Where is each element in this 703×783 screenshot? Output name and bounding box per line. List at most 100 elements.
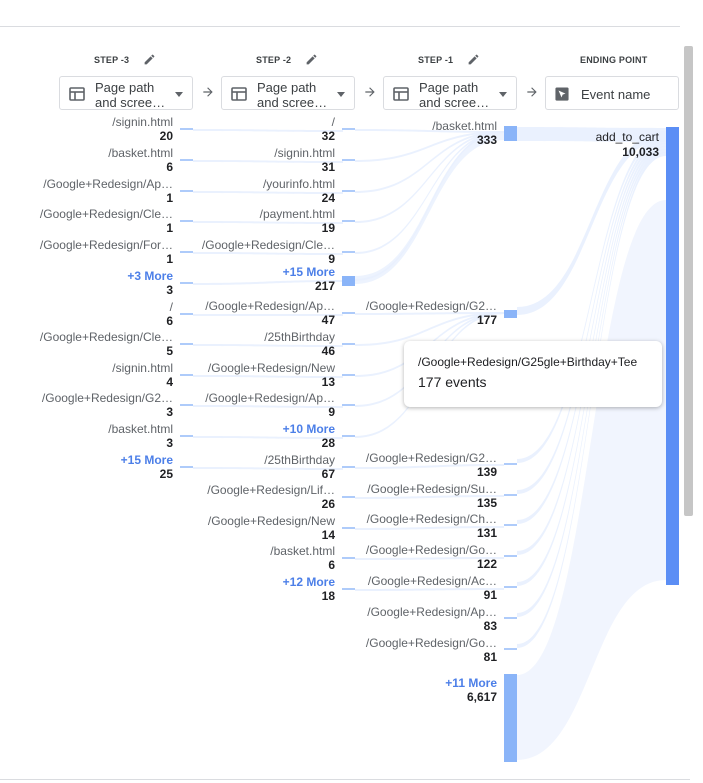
top-divider bbox=[0, 26, 680, 27]
node-bar[interactable] bbox=[342, 496, 355, 498]
node-bar[interactable] bbox=[504, 524, 517, 526]
more-nodes-link[interactable]: +3 More bbox=[127, 269, 173, 283]
node-value: 3 bbox=[166, 405, 173, 419]
node-bar[interactable] bbox=[180, 128, 193, 130]
node-value: 28 bbox=[321, 436, 335, 450]
node-bar[interactable] bbox=[180, 466, 193, 468]
node-value: 6 bbox=[166, 160, 173, 174]
node-value: 9 bbox=[328, 252, 335, 266]
node-value: 177 bbox=[476, 313, 497, 327]
node-value: 91 bbox=[483, 588, 497, 602]
flow-link bbox=[193, 436, 343, 439]
node-value: 19 bbox=[321, 221, 335, 235]
node-bar[interactable] bbox=[342, 343, 355, 345]
more-nodes-link[interactable]: +15 More bbox=[282, 265, 335, 279]
node-value: 3 bbox=[166, 436, 173, 450]
node-bar[interactable] bbox=[342, 404, 355, 406]
node-bar[interactable] bbox=[180, 313, 193, 315]
step-2-dimension-dropdown[interactable]: Page path and scree… bbox=[221, 76, 355, 110]
more-nodes-link[interactable]: +11 More bbox=[445, 676, 497, 690]
flow-link bbox=[193, 129, 343, 132]
flow-link bbox=[193, 405, 343, 408]
node-label: /Google+Redesign/New bbox=[207, 514, 335, 528]
flow-link bbox=[193, 280, 343, 285]
node-label: /Google+Redesign/For… bbox=[39, 238, 173, 252]
node-bar[interactable] bbox=[180, 374, 193, 376]
pencil-icon[interactable] bbox=[467, 53, 480, 66]
step-1-dimension-dropdown[interactable]: Page path and scree… bbox=[383, 76, 517, 110]
node-bar[interactable] bbox=[180, 282, 193, 284]
node-label: /Google+Redesign/New bbox=[207, 361, 335, 375]
more-nodes-link[interactable]: +10 More bbox=[282, 422, 335, 436]
node-bar[interactable] bbox=[180, 251, 193, 253]
node-label: /Google+Redesign/Ac… bbox=[367, 574, 497, 588]
node-bar[interactable] bbox=[504, 674, 517, 762]
node-value: 67 bbox=[321, 467, 335, 481]
ending-node-label: add_to_cart bbox=[595, 130, 659, 144]
node-bar[interactable] bbox=[342, 312, 355, 314]
flow-link bbox=[355, 557, 504, 560]
node-label: /Google+Redesign/Ap… bbox=[367, 605, 497, 619]
node-bar[interactable] bbox=[180, 190, 193, 192]
node-label: /Google+Redesign/Ap… bbox=[205, 391, 335, 405]
chevron-down-icon bbox=[499, 92, 507, 97]
flow-link bbox=[193, 467, 343, 470]
node-label: /Google+Redesign/Ap… bbox=[43, 177, 173, 191]
node-bar[interactable] bbox=[504, 494, 517, 496]
node-bar[interactable] bbox=[504, 310, 517, 318]
step-2-dimension-label: Page path and scree… bbox=[257, 80, 328, 110]
node-bar[interactable] bbox=[504, 126, 517, 141]
node-bar[interactable] bbox=[342, 220, 355, 222]
node-value: 135 bbox=[476, 496, 497, 510]
node-bar[interactable] bbox=[180, 159, 193, 161]
node-value: 6 bbox=[166, 314, 173, 328]
node-bar[interactable] bbox=[342, 588, 355, 590]
node-bar[interactable] bbox=[180, 220, 193, 222]
pencil-icon[interactable] bbox=[143, 53, 156, 66]
node-bar[interactable] bbox=[504, 586, 517, 588]
node-bar[interactable] bbox=[342, 159, 355, 161]
flow-link bbox=[193, 160, 343, 163]
node-bar[interactable] bbox=[342, 527, 355, 529]
node-bar[interactable] bbox=[180, 404, 193, 406]
node-bar[interactable] bbox=[342, 128, 355, 130]
more-nodes-link[interactable]: +15 More bbox=[120, 453, 173, 467]
node-bar[interactable] bbox=[342, 557, 355, 559]
node-label: /signin.html bbox=[274, 146, 335, 160]
node-bar[interactable] bbox=[504, 463, 517, 465]
flow-link bbox=[355, 131, 504, 162]
flow-link bbox=[355, 129, 504, 133]
arrow-right-icon bbox=[527, 87, 537, 97]
vertical-scrollbar[interactable] bbox=[684, 46, 693, 516]
ending-node-value: 10,033 bbox=[622, 145, 659, 159]
flow-link bbox=[355, 495, 504, 499]
node-bar[interactable] bbox=[342, 435, 355, 437]
ending-node-bar[interactable] bbox=[666, 127, 679, 585]
node-bar[interactable] bbox=[342, 374, 355, 376]
more-nodes-link[interactable]: +12 More bbox=[282, 575, 335, 589]
cursor-icon bbox=[555, 87, 569, 101]
flow-link bbox=[193, 191, 343, 194]
node-bar[interactable] bbox=[180, 343, 193, 345]
pencil-icon[interactable] bbox=[305, 53, 318, 66]
node-value: 6,617 bbox=[466, 690, 497, 704]
node-value: 333 bbox=[476, 133, 497, 147]
ending-dimension-dropdown[interactable]: Event name bbox=[545, 76, 679, 110]
node-bar[interactable] bbox=[342, 276, 355, 286]
node-value: 5 bbox=[166, 344, 173, 358]
node-bar[interactable] bbox=[504, 617, 517, 619]
node-value: 9 bbox=[328, 405, 335, 419]
node-label: /Google+Redesign/Ch… bbox=[366, 512, 497, 526]
node-bar[interactable] bbox=[180, 435, 193, 437]
node-bar[interactable] bbox=[504, 555, 517, 557]
node-bar[interactable] bbox=[504, 648, 517, 650]
step-1-title: STEP -1 bbox=[418, 55, 454, 65]
node-bar[interactable] bbox=[342, 466, 355, 468]
step-3-dimension-dropdown[interactable]: Page path and scree… bbox=[59, 76, 193, 110]
node-label: /basket.html bbox=[270, 544, 335, 558]
node-bar[interactable] bbox=[342, 190, 355, 192]
step-1-dimension-label: Page path and scree… bbox=[419, 80, 490, 110]
node-label: /payment.html bbox=[259, 207, 335, 221]
node-value: 32 bbox=[321, 129, 335, 143]
node-bar[interactable] bbox=[342, 251, 355, 253]
